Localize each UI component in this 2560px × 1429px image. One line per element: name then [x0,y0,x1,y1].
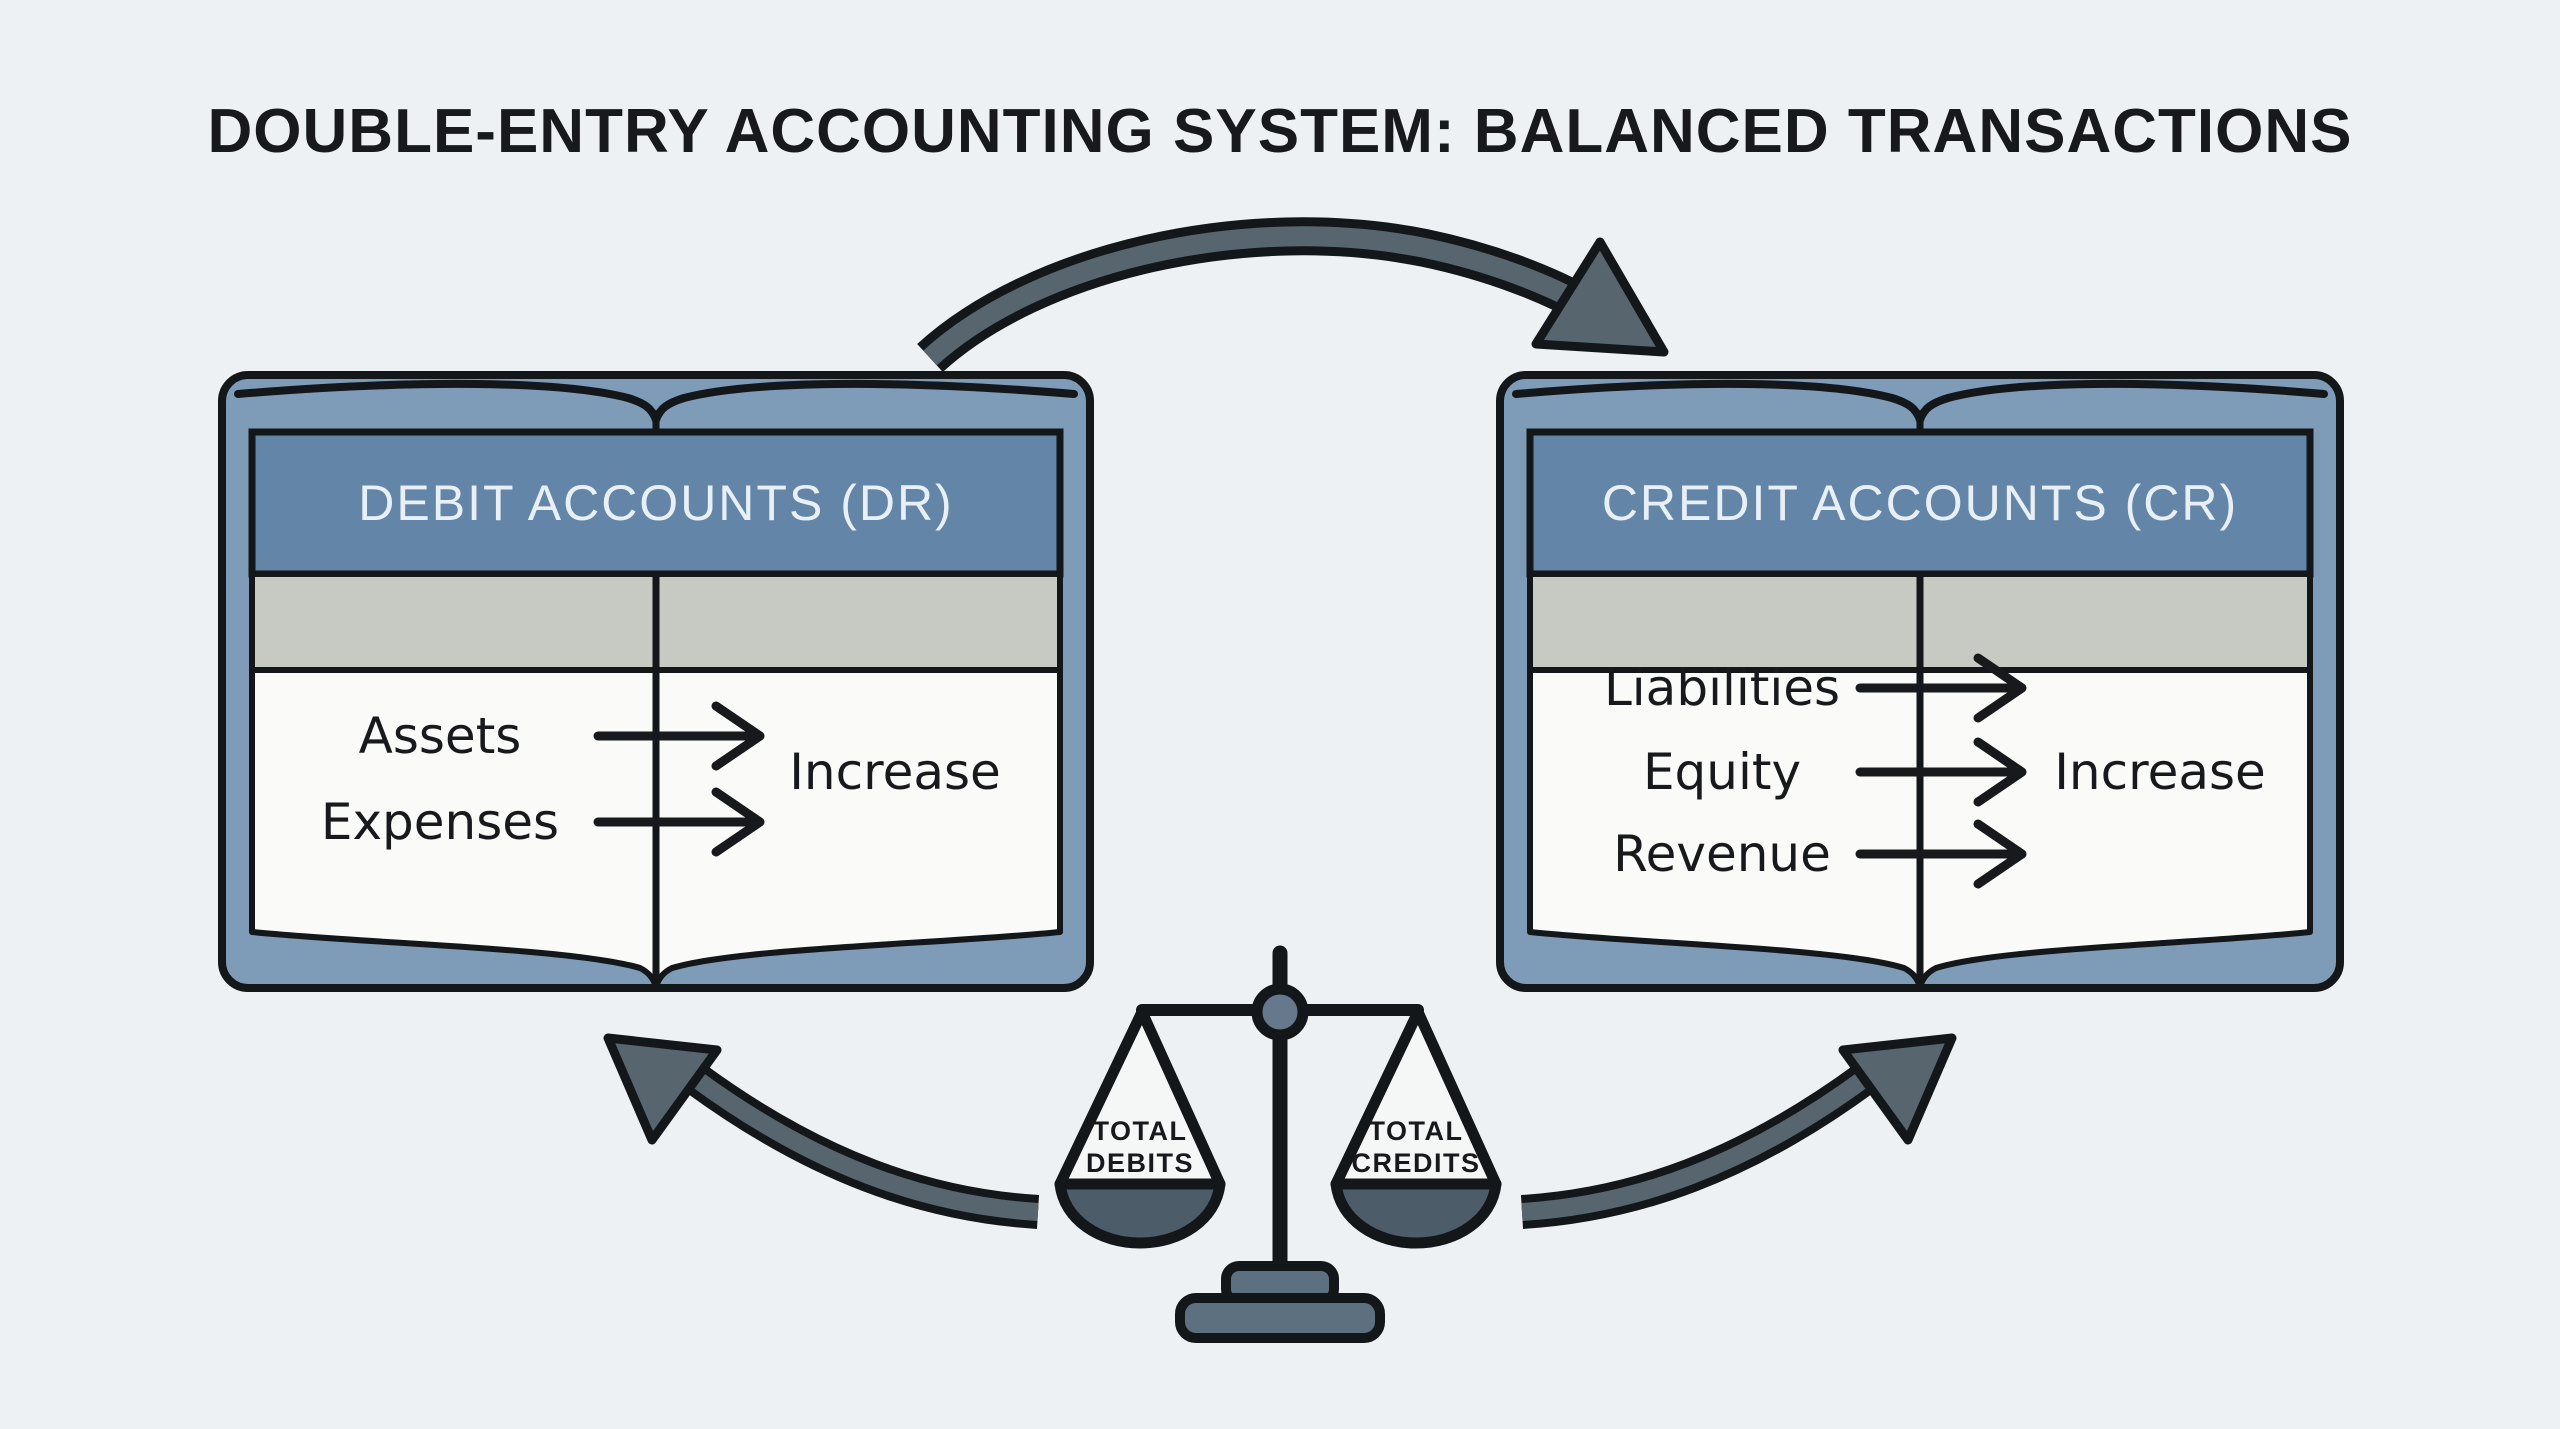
arrow-band-outline [684,1064,1040,1229]
account-label-assets: Assets [359,707,522,765]
credit-accounts-book: CREDIT ACCOUNTS (CR) Liabilities Equity … [1496,371,2344,992]
account-label-expenses: Expenses [321,793,559,851]
pan-label-line1: TOTAL [1093,1116,1188,1146]
effect-label: Increase [2054,743,2266,801]
pan-label-line1: TOTAL [1369,1116,1464,1146]
book-header-band [1526,428,2314,578]
right-arrow-icon [1855,737,2027,807]
effect-label: Increase [789,743,1001,801]
arrow-band [1521,1070,1871,1221]
scale-base-lower [1175,1293,1385,1343]
book-header-label: DEBIT ACCOUNTS (DR) [358,475,953,531]
arrow-head-icon [1838,1033,1957,1145]
arrow-head-icon [603,1033,722,1145]
arrow-band-outline [1520,1064,1876,1229]
page-title: DOUBLE-ENTRY ACCOUNTING SYSTEM: BALANCED… [208,97,2353,166]
balance-to-credit-arrow [1520,1033,1957,1229]
pan-bowl [1330,1178,1502,1249]
debit-accounts-book: DEBIT ACCOUNTS (DR) Assets Expenses Incr… [218,371,1094,992]
right-arrow-icon [1855,653,2027,723]
debit-to-credit-arrow [917,217,1669,373]
account-label-liabilities: Liabilities [1604,659,1840,717]
right-arrow-icon [1855,819,2027,889]
arrow-band [689,1070,1039,1221]
balance-scale: TOTAL DEBITS TOTAL CREDITS [1054,945,1502,1343]
scale-pivot [1251,983,1309,1041]
right-arrow-icon [593,701,765,771]
account-label-revenue: Revenue [1613,825,1831,883]
book-header-label: CREDIT ACCOUNTS (CR) [1602,475,2238,531]
left-pan: TOTAL DEBITS [1054,1006,1226,1249]
arrow-head-icon [1531,237,1669,357]
pan-label-line2: CREDITS [1351,1148,1480,1178]
pan-label-line2: DEBITS [1086,1148,1194,1178]
right-arrow-icon [593,787,765,857]
right-pan: TOTAL CREDITS [1330,1006,1502,1249]
balance-to-debit-arrow [603,1033,1040,1229]
account-label-equity: Equity [1643,743,1801,801]
book-header-band [248,428,1064,578]
pan-bowl [1054,1178,1226,1249]
arrow-band [923,226,1594,366]
